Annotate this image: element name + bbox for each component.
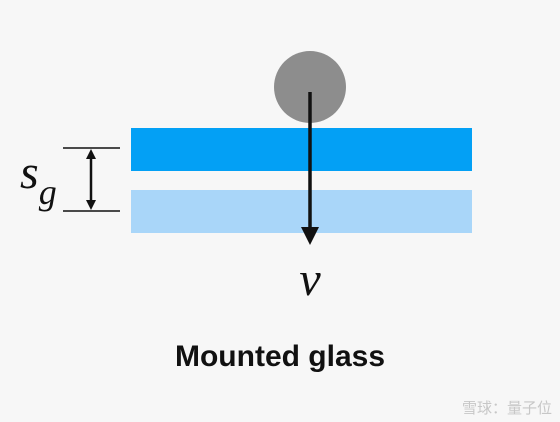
velocity-label: v xyxy=(299,253,321,306)
gap-label-subscript: g xyxy=(39,172,57,212)
diagram-caption: Mounted glass xyxy=(174,340,385,373)
gap-label: sg xyxy=(20,146,57,212)
lower-glass-layer xyxy=(131,190,472,233)
gap-label-symbol: s xyxy=(20,146,39,199)
watermark: 雪球：量子位 xyxy=(461,399,552,417)
upper-glass-layer xyxy=(131,128,472,171)
impactor-ball xyxy=(274,51,346,123)
